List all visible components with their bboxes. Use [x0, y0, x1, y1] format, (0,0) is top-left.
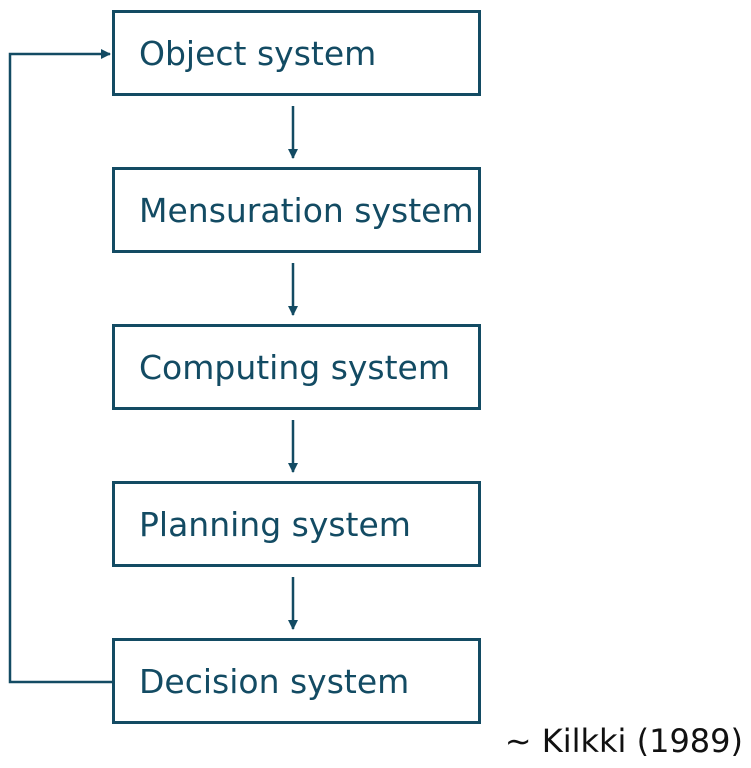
node-label: Computing system — [139, 347, 451, 387]
node-decision-system: Decision system — [112, 638, 481, 724]
node-mensuration-system: Mensuration system — [112, 167, 481, 253]
node-planning-system: Planning system — [112, 481, 481, 567]
node-object-system: Object system — [112, 10, 481, 96]
feedback-loop-arrow — [8, 49, 112, 684]
node-label: Planning system — [139, 504, 411, 544]
node-computing-system: Computing system — [112, 324, 481, 410]
node-label: Mensuration system — [139, 190, 474, 230]
source-caption: ∼ Kilkki (1989) — [504, 722, 743, 760]
node-label: Object system — [139, 33, 377, 73]
node-label: Decision system — [139, 661, 410, 701]
